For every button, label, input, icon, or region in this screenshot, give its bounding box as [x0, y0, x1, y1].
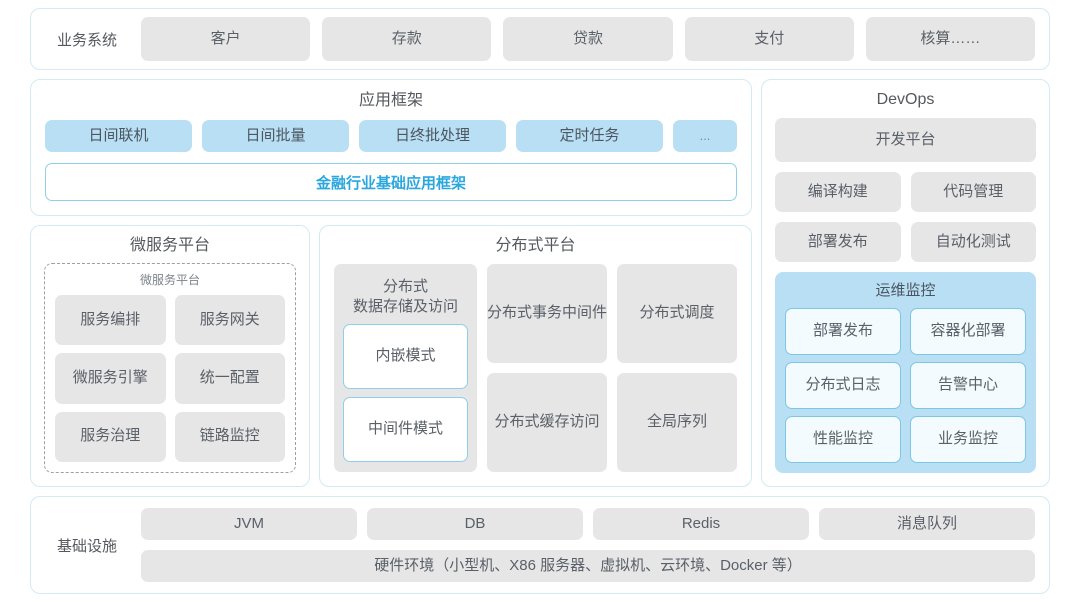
infrastructure-chip-row: JVM DB Redis 消息队列	[141, 508, 1035, 540]
infrastructure-label: 基础设施	[56, 537, 117, 555]
devops-pair-build: 编译构建 代码管理	[775, 172, 1036, 212]
distributed-item-cache-access[interactable]: 分布式 缓存访问	[487, 373, 607, 472]
financial-base-framework-banner: 金融行业基础应用框架	[45, 163, 737, 201]
ops-monitoring-title: 运维监控	[875, 282, 936, 299]
distributed-platform-title: 分布式平台	[495, 237, 576, 254]
distributed-item-global-sequence[interactable]: 全局序列	[617, 373, 737, 472]
distributed-item-scheduling[interactable]: 分布式调度	[617, 264, 737, 363]
devops-item-code-management[interactable]: 代码管理	[910, 172, 1036, 212]
distributed-data-storage-title: 分布式 数据存储及访问	[343, 274, 468, 316]
distributed-item-cache-access-line2: 缓存访问	[539, 413, 600, 431]
microservice-platform-panel: 微服务平台 微服务平台 服务编排 服务网关 微服务引擎 统一配置 服务治理 链路…	[30, 225, 310, 487]
distributed-item-transaction-middleware-line1: 分布式	[487, 304, 533, 322]
infrastructure-hardware-environment[interactable]: 硬件环境（小型机、X86 服务器、虚拟机、云环境、Docker 等）	[141, 550, 1035, 582]
app-framework-item-more[interactable]: ...	[673, 120, 737, 152]
business-system-chips: 客户 存款 贷款 支付 核算……	[141, 17, 1036, 61]
distributed-storage-mode-embedded[interactable]: 内嵌模式	[343, 324, 468, 389]
ops-item-deploy-release[interactable]: 部署发布	[785, 308, 901, 355]
devops-item-dev-platform[interactable]: 开发平台	[775, 118, 1036, 162]
business-system-panel: 业务系统 客户 存款 贷款 支付 核算……	[30, 8, 1050, 70]
business-system-item-deposit[interactable]: 存款	[322, 17, 492, 61]
microservice-item-trace-monitoring[interactable]: 链路监控	[174, 411, 285, 462]
ops-item-business-monitoring[interactable]: 业务监控	[910, 416, 1026, 463]
microservice-item-service-gateway[interactable]: 服务网关	[174, 295, 285, 346]
app-framework-item-eod-batch[interactable]: 日终批处理	[359, 120, 506, 152]
distributed-data-storage-title-line1: 分布式	[382, 278, 428, 295]
ops-item-containerized-deploy[interactable]: 容器化部署	[910, 308, 1026, 355]
distributed-platform-panel: 分布式平台 分布式 数据存储及访问 内嵌模式 中间件模式	[319, 225, 752, 487]
infrastructure-panel: 基础设施 JVM DB Redis 消息队列 硬件环境（小型机、X86 服务器、…	[30, 496, 1050, 594]
distributed-platform-grid: 分布式 事务中间件 分布式调度 分布式 缓存访问 全局序列	[487, 264, 737, 472]
ops-monitoring-grid: 部署发布 容器化部署 分布式日志 告警中心 性能监控 业务监控	[785, 308, 1026, 463]
devops-title: DevOps	[876, 91, 935, 108]
business-system-item-customer[interactable]: 客户	[141, 17, 311, 61]
microservice-item-service-governance[interactable]: 服务治理	[55, 411, 166, 462]
app-framework-item-scheduled-task[interactable]: 定时任务	[516, 120, 663, 152]
app-framework-item-daytime-online[interactable]: 日间联机	[45, 120, 192, 152]
devops-item-compile-build[interactable]: 编译构建	[775, 172, 901, 212]
infrastructure-item-jvm[interactable]: JVM	[141, 508, 357, 540]
app-framework-item-daytime-batch[interactable]: 日间批量	[202, 120, 349, 152]
platforms-row: 微服务平台 微服务平台 服务编排 服务网关 微服务引擎 统一配置 服务治理 链路…	[30, 225, 752, 487]
devops-column: DevOps 开发平台 编译构建 代码管理 部署发布 自动化测试 运维监控 部署…	[761, 79, 1050, 487]
microservice-item-microservice-engine[interactable]: 微服务引擎	[55, 353, 166, 404]
application-framework-title: 应用框架	[358, 92, 423, 109]
microservice-item-service-orchestration[interactable]: 服务编排	[55, 295, 166, 346]
microservice-platform-inner-box: 微服务平台 服务编排 服务网关 微服务引擎 统一配置 服务治理 链路监控	[44, 263, 296, 473]
distributed-item-transaction-middleware-line2: 事务中间件	[532, 304, 608, 322]
devops-item-automated-test[interactable]: 自动化测试	[910, 222, 1036, 262]
infrastructure-item-message-queue[interactable]: 消息队列	[819, 508, 1035, 540]
microservice-platform-title: 微服务平台	[129, 237, 210, 254]
devops-panel: DevOps 开发平台 编译构建 代码管理 部署发布 自动化测试 运维监控 部署…	[761, 79, 1050, 487]
application-framework-chip-row: 日间联机 日间批量 日终批处理 定时任务 ...	[45, 120, 737, 152]
business-system-item-accounting[interactable]: 核算……	[865, 17, 1036, 61]
ops-item-performance-monitoring[interactable]: 性能监控	[785, 416, 901, 463]
middle-area: 应用框架 日间联机 日间批量 日终批处理 定时任务 ... 金融行业基础应用框架…	[30, 79, 1050, 487]
ops-monitoring-group: 运维监控 部署发布 容器化部署 分布式日志 告警中心 性能监控 业务监控	[775, 272, 1036, 473]
business-system-label: 业务系统	[56, 31, 117, 49]
microservice-platform-inner-title: 微服务平台	[139, 273, 200, 287]
business-system-item-loan[interactable]: 贷款	[503, 17, 673, 61]
distributed-data-storage-group[interactable]: 分布式 数据存储及访问 内嵌模式 中间件模式	[334, 264, 477, 472]
devops-pair-deploy: 部署发布 自动化测试	[775, 222, 1036, 262]
infrastructure-item-db[interactable]: DB	[367, 508, 583, 540]
distributed-platform-body: 分布式 数据存储及访问 内嵌模式 中间件模式 分布式 事务中间件 分布式调度	[334, 264, 737, 472]
business-system-item-payment[interactable]: 支付	[684, 17, 854, 61]
distributed-item-transaction-middleware[interactable]: 分布式 事务中间件	[487, 264, 607, 363]
application-framework-panel: 应用框架 日间联机 日间批量 日终批处理 定时任务 ... 金融行业基础应用框架	[30, 79, 752, 216]
infrastructure-item-redis[interactable]: Redis	[593, 508, 809, 540]
microservice-platform-grid: 服务编排 服务网关 微服务引擎 统一配置 服务治理 链路监控	[55, 295, 285, 462]
middle-left-column: 应用框架 日间联机 日间批量 日终批处理 定时任务 ... 金融行业基础应用框架…	[30, 79, 752, 487]
ops-item-distributed-log[interactable]: 分布式日志	[785, 362, 901, 409]
distributed-storage-mode-middleware[interactable]: 中间件模式	[343, 397, 468, 462]
infrastructure-stack: JVM DB Redis 消息队列 硬件环境（小型机、X86 服务器、虚拟机、云…	[141, 508, 1035, 582]
microservice-item-unified-config[interactable]: 统一配置	[174, 353, 285, 404]
distributed-item-cache-access-line1: 分布式	[494, 413, 540, 431]
distributed-data-storage-title-line2: 数据存储及访问	[352, 297, 458, 315]
devops-item-deploy-release[interactable]: 部署发布	[775, 222, 901, 262]
ops-item-alert-center[interactable]: 告警中心	[910, 362, 1026, 409]
